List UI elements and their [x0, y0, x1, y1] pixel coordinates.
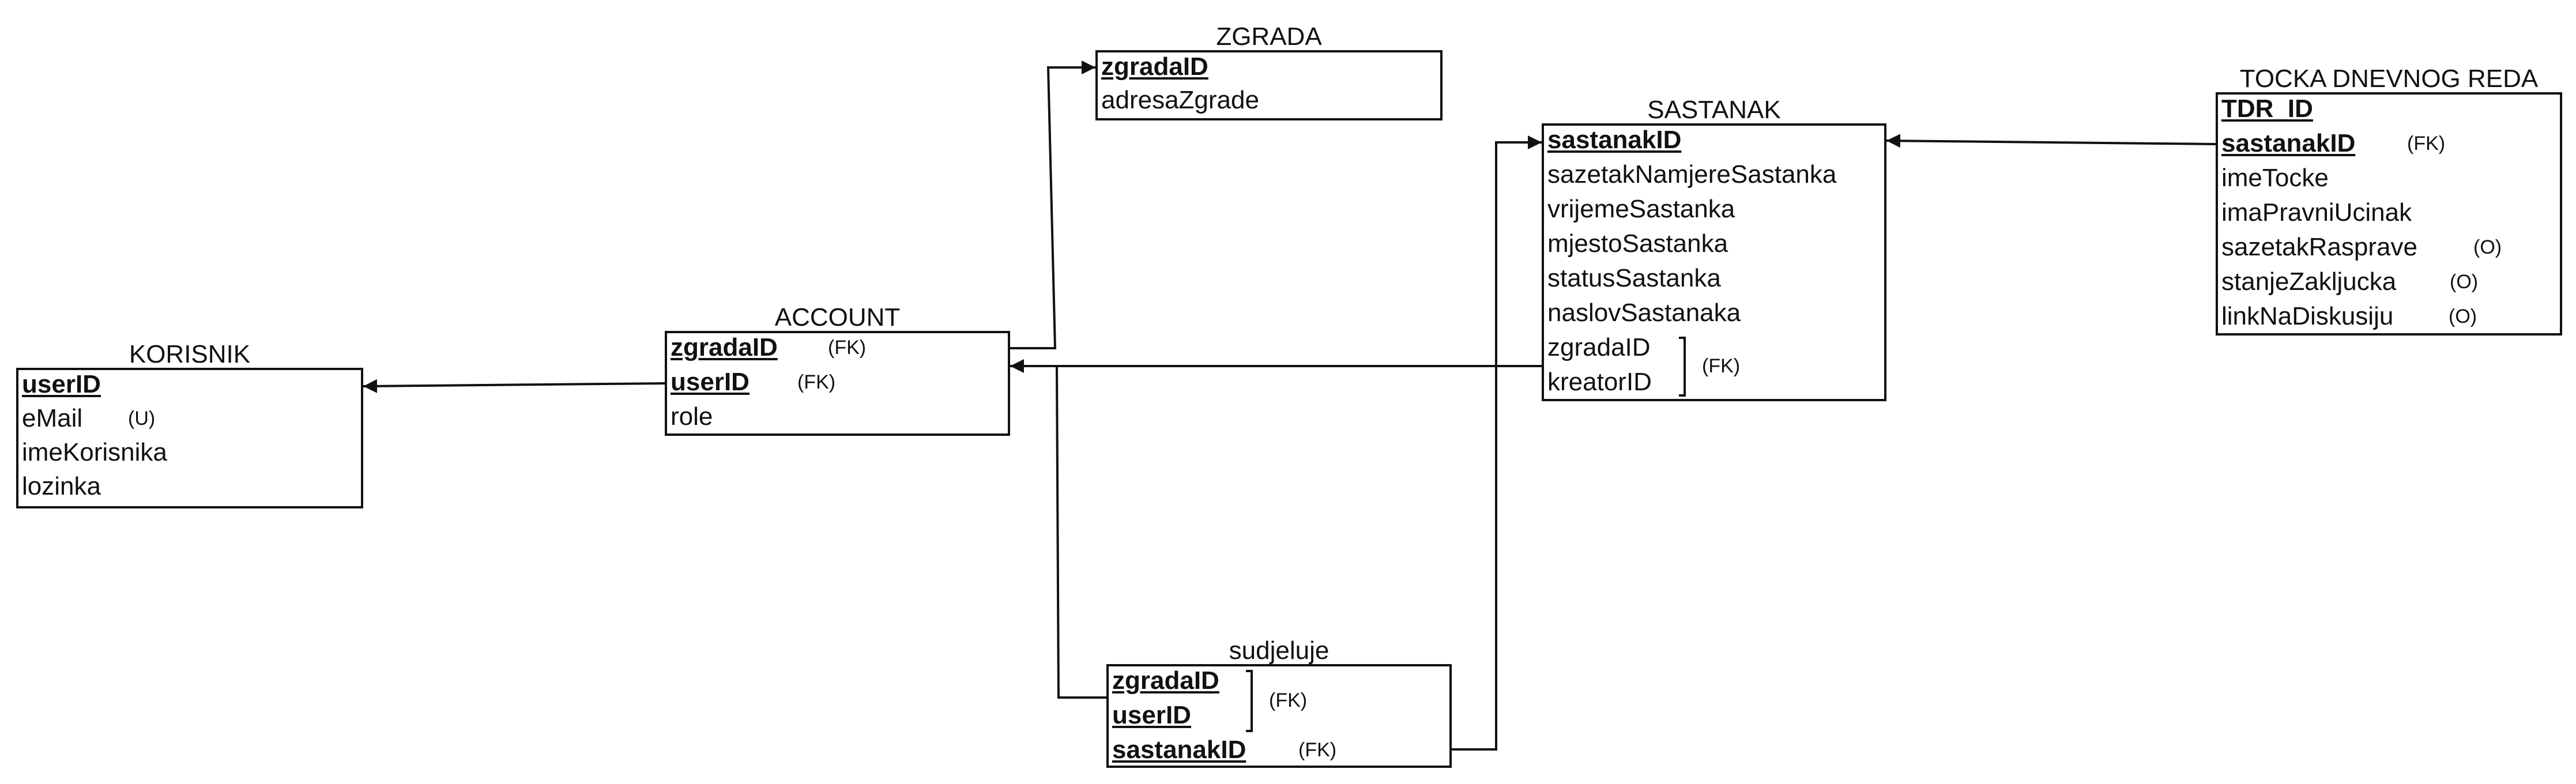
entity-box	[1542, 123, 1886, 401]
fk-group-bracket	[1246, 670, 1253, 732]
foreign-key-note: (FK)	[1298, 739, 1337, 761]
attr: imeTocke	[2221, 164, 2329, 192]
entity-box	[1106, 664, 1452, 768]
fk-group-bracket	[1679, 337, 1686, 397]
attr-primary-key: zgradaID	[1112, 666, 1219, 695]
attr: imeKorisnika	[22, 438, 167, 466]
entity-box	[665, 331, 1010, 436]
rel-sudjeluje-account-line	[1056, 365, 1106, 699]
attr-primary-key: zgradaID	[1101, 52, 1208, 81]
attr: sazetakRasprave	[2221, 233, 2417, 261]
attr: mjestoSastanka	[1547, 229, 1728, 258]
optional-note: (O)	[2473, 236, 2502, 258]
attr-primary-key: userID	[1112, 701, 1191, 729]
entity-title: sudjeluje	[1229, 636, 1330, 665]
entity-korisnik[interactable]: KORISNIK userID eMail (U) imeKorisnika l…	[16, 341, 363, 508]
entity-sudjeluje[interactable]: sudjeluje zgradaID userID sastanakID (FK…	[1106, 638, 1452, 768]
entity-tocka-dnevnog-reda[interactable]: TOCKA DNEVNOG REDA TDR_ID sastanakID (FK…	[2216, 66, 2562, 336]
entity-box	[1095, 50, 1443, 120]
rel-account-zgrada-line	[1010, 61, 1095, 349]
attr: naslovSastanaka	[1547, 299, 1741, 327]
attr: lozinka	[22, 472, 101, 500]
attr: kreatorID	[1547, 368, 1652, 396]
attr: adresaZgrade	[1101, 86, 1259, 114]
rel-account-korisnik-line	[363, 379, 665, 393]
attr-primary-key: userID	[671, 368, 750, 396]
entity-title: SASTANAK	[1647, 96, 1781, 124]
foreign-key-note: (FK)	[1269, 689, 1308, 711]
attr-primary-key: sastanakID	[1547, 126, 1682, 154]
attr-primary-key: userID	[22, 370, 101, 398]
foreign-key-note: (FK)	[797, 371, 836, 393]
foreign-key-note: (FK)	[2407, 133, 2446, 154]
foreign-key-note: (FK)	[828, 337, 867, 359]
entity-box	[16, 368, 363, 508]
entity-title: TOCKA DNEVNOG REDA	[2239, 65, 2539, 93]
entity-account[interactable]: ACCOUNT zgradaID (FK) userID (FK) role	[665, 304, 1010, 436]
entity-title: ACCOUNT	[774, 303, 901, 331]
attr: role	[671, 402, 713, 431]
attr: stanjeZakljucka	[2221, 267, 2397, 296]
attr-primary-key: zgradaID	[671, 333, 778, 361]
attr: eMail	[22, 404, 83, 432]
entity-box	[2216, 92, 2562, 336]
attr-primary-key: sastanakID	[1112, 736, 1246, 764]
attr: imaPravniUcinak	[2221, 198, 2412, 227]
optional-note: (O)	[2449, 306, 2477, 327]
entity-sastanak[interactable]: SASTANAK sastanakID sazetakNamjereSastan…	[1542, 97, 1886, 401]
entity-title: KORISNIK	[129, 340, 251, 368]
attr: statusSastanka	[1547, 264, 1721, 292]
entity-title: ZGRADA	[1216, 22, 1322, 51]
attr: linkNaDiskusiju	[2221, 302, 2394, 330]
entity-zgrada[interactable]: ZGRADA zgradaID adresaZgrade	[1095, 24, 1443, 120]
unique-note: (U)	[128, 408, 156, 429]
foreign-key-note: (FK)	[1702, 355, 1741, 377]
attr: zgradaID	[1547, 333, 1651, 361]
rel-sudjeluje-sastanak-line	[1452, 135, 1542, 751]
attr-primary-key: sastanakID	[2221, 129, 2356, 157]
attr-primary-key: TDR_ID	[2221, 95, 2313, 123]
optional-note: (O)	[2450, 271, 2479, 293]
attr: sazetakNamjereSastanka	[1547, 160, 1837, 189]
rel-tocka-sastanak-line	[1886, 134, 2216, 148]
attr: vrijemeSastanka	[1547, 195, 1735, 223]
